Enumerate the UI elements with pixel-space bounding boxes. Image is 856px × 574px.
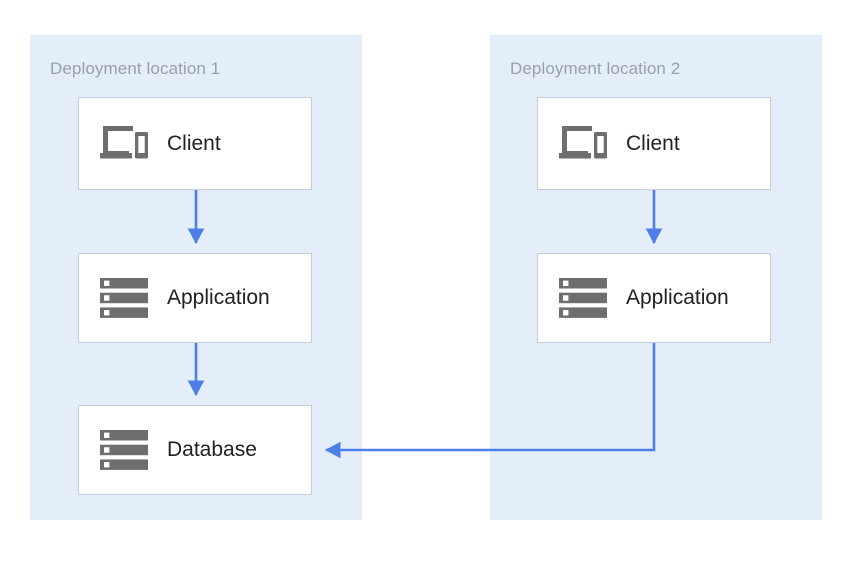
node-client-1[interactable]: Client [78, 97, 312, 190]
zone-label-deployment-location-1: Deployment location 1 [50, 59, 221, 78]
client-devices-icon [558, 123, 608, 165]
node-application-1[interactable]: Application [78, 253, 312, 343]
node-client-2[interactable]: Client [537, 97, 771, 190]
node-application-2[interactable]: Application [537, 253, 771, 343]
node-label-client-1: Client [167, 131, 221, 155]
zone-label-deployment-location-2: Deployment location 2 [510, 59, 681, 78]
node-database-1[interactable]: Database [78, 405, 312, 495]
client-devices-icon [99, 123, 149, 165]
node-label-database-1: Database [167, 438, 257, 461]
node-label-client-2: Client [626, 131, 680, 155]
server-stack-icon [559, 277, 607, 319]
node-label-application-1: Application [167, 286, 270, 309]
server-stack-icon [100, 429, 148, 471]
server-stack-icon [100, 277, 148, 319]
node-label-application-2: Application [626, 286, 729, 309]
